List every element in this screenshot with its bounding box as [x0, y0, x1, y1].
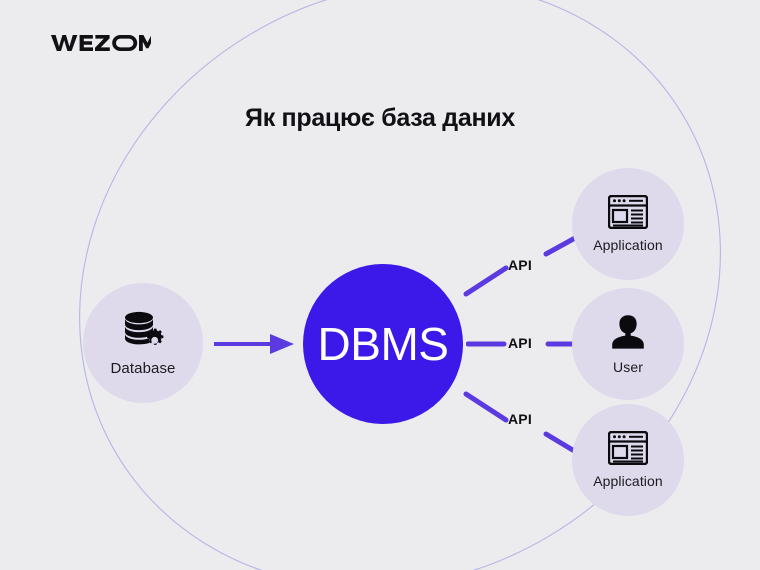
node-user[interactable]: User: [572, 288, 684, 400]
node-application-bottom-label: Application: [593, 473, 663, 489]
api-label-middle: API: [508, 335, 532, 351]
wezom-logo-mark: [51, 35, 151, 51]
browser-window-icon: [608, 431, 648, 465]
dbms-label: DBMS: [317, 318, 449, 370]
api-label-bottom: API: [508, 411, 532, 427]
arrow-right-icon: [214, 334, 294, 354]
wezom-logo: [51, 30, 151, 56]
dbms-node[interactable]: DBMS: [303, 264, 463, 424]
api-label-top: API: [508, 257, 532, 273]
browser-window-icon: [608, 195, 648, 229]
database-gear-icon: [120, 309, 166, 353]
node-application-top[interactable]: Application: [572, 168, 684, 280]
node-database[interactable]: Database: [83, 283, 203, 403]
node-application-top-label: Application: [593, 237, 663, 253]
node-database-label: Database: [110, 360, 176, 377]
node-user-label: User: [613, 358, 643, 375]
user-avatar-icon: [611, 314, 645, 350]
node-application-bottom[interactable]: Application: [572, 404, 684, 516]
page-title: Як працює база даних: [245, 104, 515, 132]
